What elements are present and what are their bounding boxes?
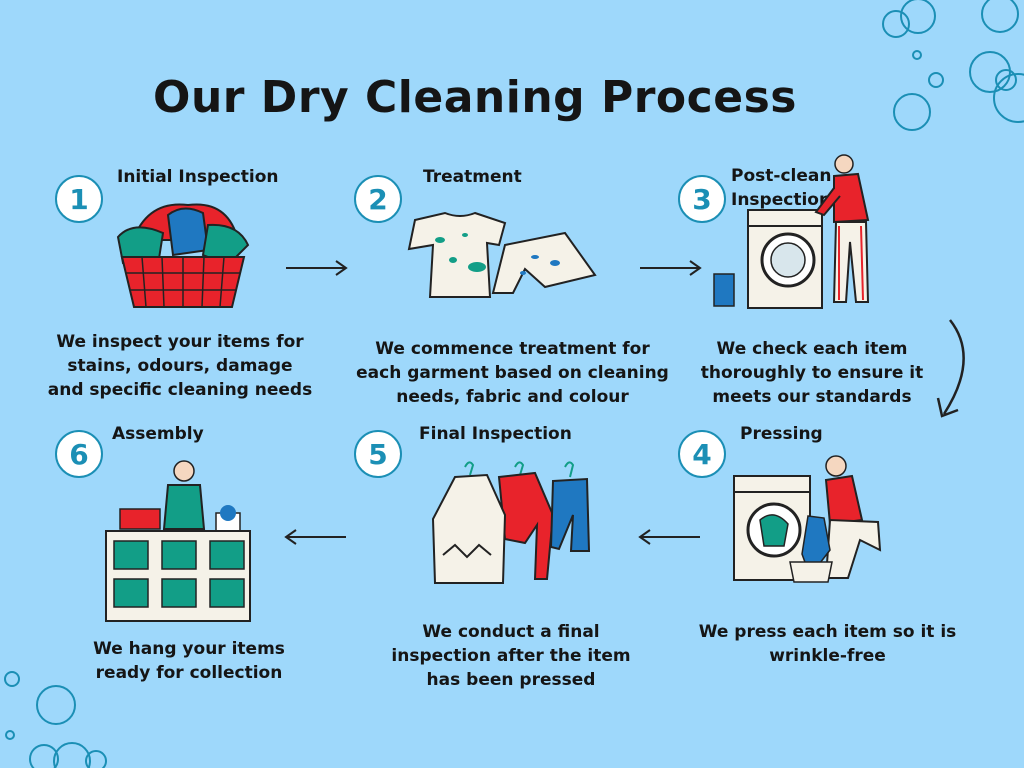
washing-machine-person-icon xyxy=(713,154,870,309)
bubbles-bottom-left-icon xyxy=(4,671,107,768)
assembly-counter-icon xyxy=(105,460,251,622)
laundry-basket-icon xyxy=(116,203,250,308)
step-5-description: We conduct a final inspection after the … xyxy=(391,622,631,690)
arrow-left-icon xyxy=(284,529,346,545)
stained-garments-icon xyxy=(407,211,597,298)
bubbles-top-right-icon xyxy=(882,0,1024,131)
arrow-right-icon xyxy=(286,260,348,276)
arrow-right-icon xyxy=(640,260,702,276)
step-4-description: We press each item so it is wrinkle-free xyxy=(698,622,957,666)
step-1-title: Initial Inspection xyxy=(117,167,279,187)
arrow-left-icon xyxy=(638,529,700,545)
step-5-number-badge: 5 xyxy=(354,430,402,478)
step-2-description: We commence treatment for each garment b… xyxy=(356,339,669,407)
pressing-person-icon xyxy=(733,455,882,583)
step-4-number-badge: 4 xyxy=(678,430,726,478)
step-3-description: We check each item thoroughly to ensure … xyxy=(700,339,924,407)
step-2-title: Treatment xyxy=(423,167,522,187)
step-5-title: Final Inspection xyxy=(419,424,572,444)
step-6-description: We hang your items ready for collection xyxy=(93,639,285,683)
step-1-description: We inspect your items for stains, odours… xyxy=(47,332,313,400)
curved-arrow-down-icon xyxy=(936,319,965,418)
step-1-number-badge: 1 xyxy=(55,175,103,223)
hanging-clothes-icon xyxy=(431,461,591,584)
step-3-number-badge: 3 xyxy=(678,175,726,223)
step-6-number-badge: 6 xyxy=(55,430,103,478)
page-title: Our Dry Cleaning Process xyxy=(153,72,797,123)
step-4-title: Pressing xyxy=(740,424,823,444)
step-6-title: Assembly xyxy=(112,424,204,444)
step-2-number-badge: 2 xyxy=(354,175,402,223)
step-3-title: Post-clean Inspection xyxy=(731,166,832,210)
